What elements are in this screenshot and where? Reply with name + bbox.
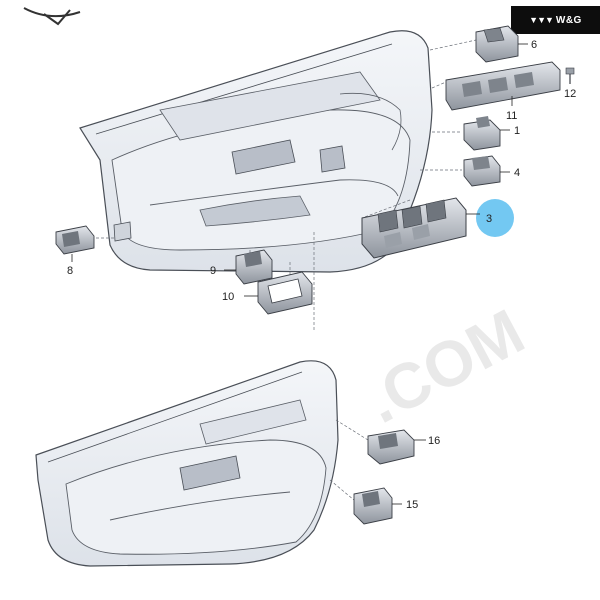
callout-10: 10 [222, 291, 234, 303]
part-1-knob [463, 116, 510, 151]
corner-logo [23, 7, 81, 26]
part-6-switch [475, 25, 528, 63]
callout-3[interactable]: 3 [486, 213, 492, 225]
callout-9: 9 [210, 265, 216, 277]
front-door-panel [79, 30, 433, 273]
callout-8: 8 [67, 265, 73, 277]
part-9-switch [224, 249, 273, 285]
part-15-switch [353, 487, 402, 525]
part-11-switch-strip [445, 61, 561, 111]
watermark-text: .COM [354, 295, 535, 437]
part-10-trim-bezel [244, 271, 313, 315]
rear-door-panel [35, 360, 339, 567]
part-4-switch [463, 155, 510, 187]
part-3-highlight-marker[interactable] [476, 199, 514, 237]
callout-12: 12 [564, 88, 576, 100]
brand-label: W&G [555, 14, 582, 26]
part-8-switch [55, 225, 95, 262]
brand-badge: ▼▼▼ W&G [511, 6, 600, 34]
callout-4: 4 [514, 167, 520, 179]
part-16-switch [367, 429, 426, 465]
callout-6: 6 [531, 39, 537, 51]
callout-1: 1 [514, 125, 520, 137]
brand-logo-icon: ▼▼▼ [529, 15, 554, 25]
callout-15: 15 [406, 499, 418, 511]
callout-11: 11 [506, 110, 517, 122]
callout-16: 16 [428, 435, 440, 447]
part-12-screw [565, 67, 575, 84]
part-3-window-switch-cluster[interactable] [361, 197, 480, 259]
